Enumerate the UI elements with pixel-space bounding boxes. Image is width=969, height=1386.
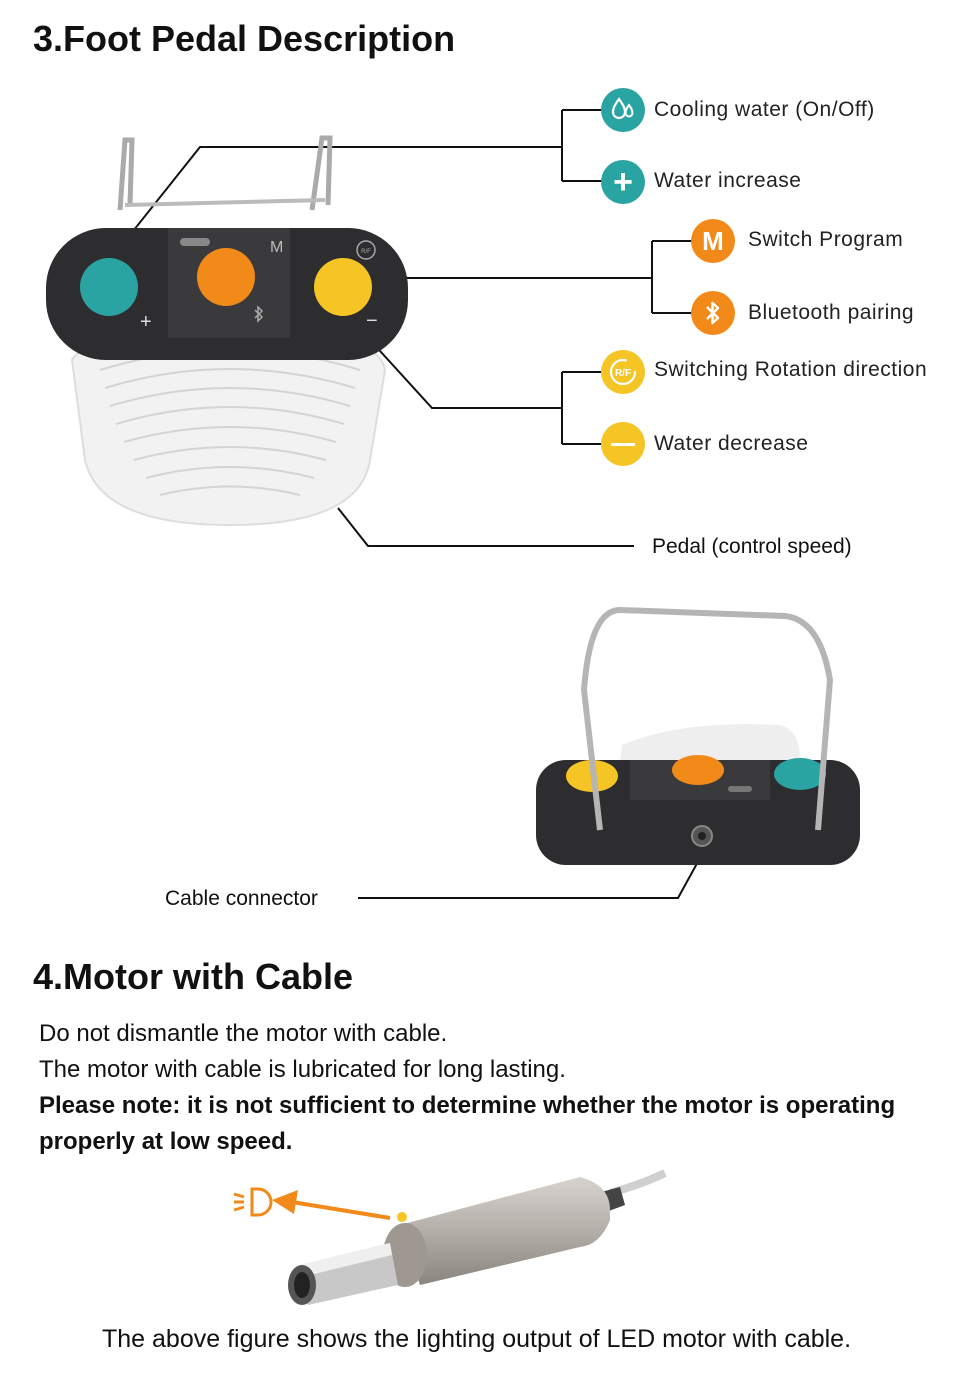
label-cooling-water: Cooling water (On/Off) <box>654 98 875 121</box>
label-bluetooth-pairing: Bluetooth pairing <box>748 301 915 324</box>
section-3-title: 3.Foot Pedal Description <box>33 18 456 59</box>
foot-pedal-top-view: M + − R/F <box>46 135 408 527</box>
label-switch-program: Switch Program <box>748 228 904 251</box>
water-drop-icon <box>601 88 645 132</box>
led-light-icon <box>233 1187 273 1217</box>
label-cable-connector: Cable connector <box>165 887 318 910</box>
pedal-minus-mark: − <box>366 310 378 332</box>
label-water-increase: Water increase <box>654 169 802 192</box>
minus-icon <box>601 422 645 466</box>
motor-caption: The above figure shows the lighting outp… <box>102 1325 852 1353</box>
section-4-title: 4.Motor with Cable <box>33 956 354 997</box>
pedal-plus-mark: + <box>140 311 152 333</box>
rotation-direction-icon: R/F <box>601 350 645 394</box>
plus-icon: + <box>601 160 645 204</box>
motor-note: Please note: it is not sufficient to det… <box>39 1092 896 1155</box>
label-water-decrease: Water decrease <box>654 432 809 455</box>
label-pedal: Pedal (control speed) <box>652 535 852 558</box>
pedal-m-mark: M <box>270 239 283 256</box>
motor-instruction-1: Do not dismantle the motor with cable. <box>39 1020 448 1047</box>
foot-pedal-front-view <box>536 606 860 865</box>
pedal-rf-mark: R/F <box>361 249 371 255</box>
svg-text:R/F: R/F <box>615 368 631 379</box>
m-program-icon: M <box>691 219 735 263</box>
motor-with-cable-image <box>288 1169 667 1305</box>
motor-instruction-2: The motor with cable is lubricated for l… <box>39 1056 566 1083</box>
bluetooth-icon <box>691 291 735 335</box>
label-switching-rotation: Switching Rotation direction <box>654 358 928 381</box>
